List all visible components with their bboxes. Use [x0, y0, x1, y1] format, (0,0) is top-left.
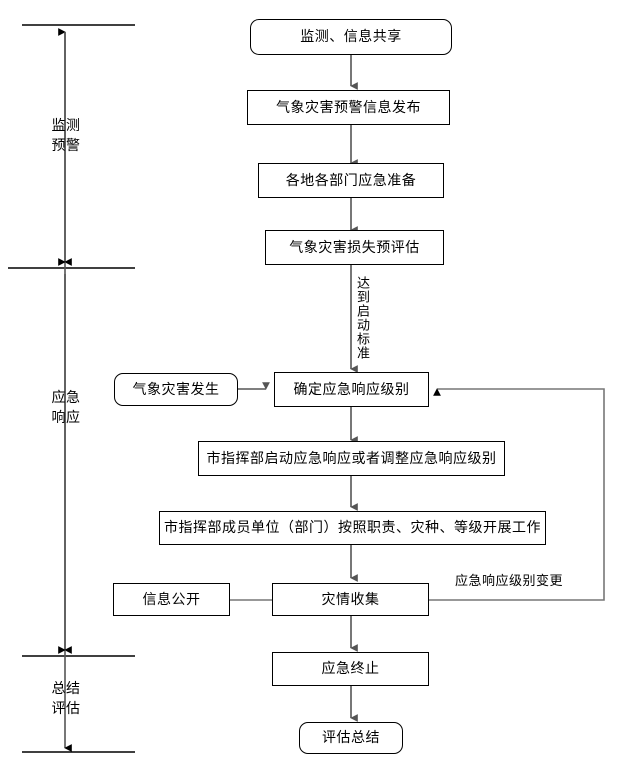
node-monitoring-info-sharing[interactable]: 监测、信息共享: [250, 19, 452, 55]
node-local-dept-preparation[interactable]: 各地各部门应急准备: [258, 163, 444, 198]
node-information-disclosure[interactable]: 信息公开: [113, 583, 230, 616]
stage-label-response-line1: 应急: [51, 390, 81, 406]
node-disaster-info-collection[interactable]: 灾情收集: [272, 583, 429, 616]
stage-label-monitoring-line1: 监测: [51, 118, 81, 134]
stage-label-monitoring-line2: 预警: [51, 138, 81, 154]
edge-label-reach-activation-standard: 达到启动标准: [354, 276, 369, 360]
node-loss-pre-assessment[interactable]: 气象灾害损失预评估: [265, 230, 444, 265]
node-disaster-occurs[interactable]: 气象灾害发生: [114, 373, 238, 406]
stage-label-summary-line1: 总结: [51, 681, 81, 697]
node-assessment-summary[interactable]: 评估总结: [299, 722, 403, 754]
stage-label-monitoring: 监测 预警: [40, 116, 92, 156]
node-emergency-termination[interactable]: 应急终止: [272, 652, 429, 686]
stage-label-summary-line2: 评估: [51, 701, 81, 717]
stage-label-response: 应急 响应: [40, 388, 92, 428]
stage-label-summary: 总结 评估: [40, 679, 92, 719]
node-member-units-carry-out-work[interactable]: 市指挥部成员单位（部门）按照职责、灾种、等级开展工作: [159, 511, 546, 545]
edge-label-response-level-change: 应急响应级别变更: [455, 574, 564, 589]
node-warning-info-release[interactable]: 气象灾害预警信息发布: [247, 90, 450, 125]
node-hq-activate-or-adjust-response[interactable]: 市指挥部启动应急响应或者调整应急响应级别: [198, 441, 505, 476]
stage-label-response-line2: 响应: [51, 410, 81, 426]
node-determine-response-level[interactable]: 确定应急响应级别: [274, 372, 429, 407]
connector-response-level-change-loop: [428, 388, 605, 601]
